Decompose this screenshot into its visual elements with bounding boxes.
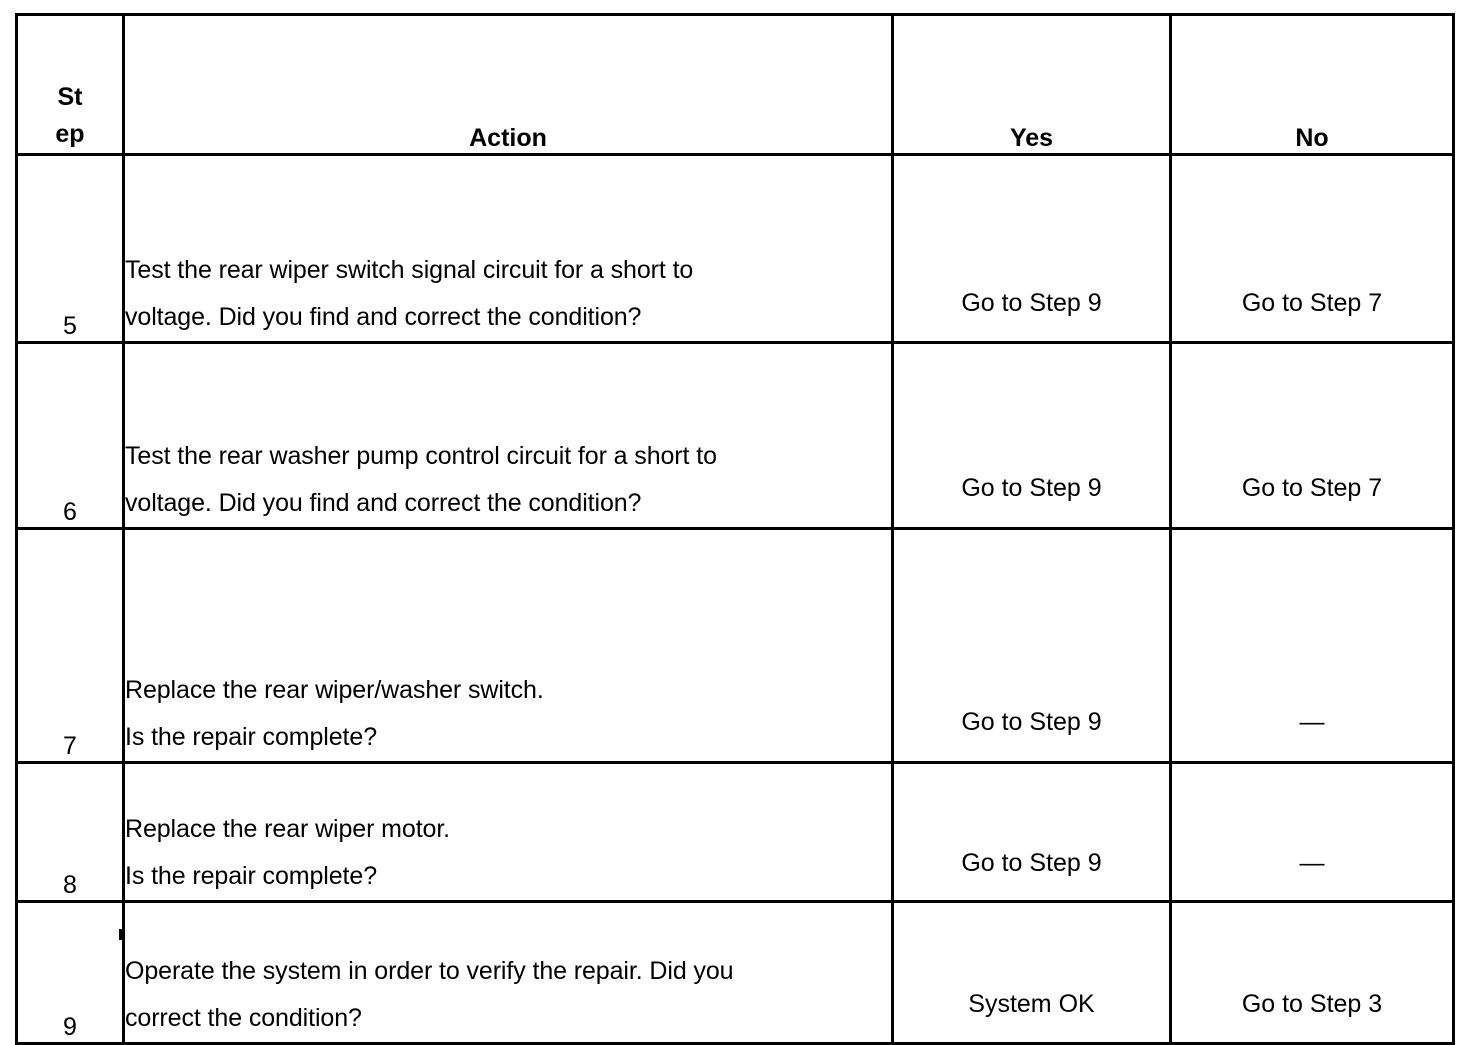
column-header-yes: Yes xyxy=(891,13,1172,156)
column-header-action: Action xyxy=(122,13,894,156)
step-no-result: Go to Step 7 xyxy=(1169,153,1455,344)
step-action-line: Replace the rear wiper/washer switch. xyxy=(125,676,544,704)
step-action-line: Is the repair complete? xyxy=(125,862,377,890)
step-yes-result: System OK xyxy=(891,900,1172,1045)
step-action-line: voltage. Did you find and correct the co… xyxy=(125,303,642,331)
step-action-line: correct the condition? xyxy=(125,1004,362,1032)
step-action-line: Operate the system in order to verify th… xyxy=(125,957,734,985)
clipped-row-left-rule xyxy=(15,929,18,940)
step-number: 7 xyxy=(15,527,125,764)
table-row: 9 Operate the system in order to verify … xyxy=(15,900,1455,1045)
step-number: 8 xyxy=(15,761,125,903)
column-header-step-line2: ep xyxy=(55,120,85,148)
step-action: Replace the rear wiper motor. Is the rep… xyxy=(122,761,894,903)
column-header-step-line1: St xyxy=(57,83,83,111)
step-action-line: voltage. Did you find and correct the co… xyxy=(125,489,642,517)
step-action-line: Replace the rear wiper motor. xyxy=(125,815,451,843)
step-no-result: — xyxy=(1169,527,1455,764)
diagnostic-table-page: St ep Action Yes No 5 Test the rear wipe… xyxy=(15,13,1455,1045)
step-yes-result: Go to Step 9 xyxy=(891,153,1172,344)
step-number: 5 xyxy=(15,153,125,344)
step-yes-result: Go to Step 9 xyxy=(891,341,1172,530)
table-row: 5 Test the rear wiper switch signal circ… xyxy=(15,153,1455,344)
step-number: 6 xyxy=(15,341,125,530)
table-row: 8 Replace the rear wiper motor. Is the r… xyxy=(15,761,1455,903)
step-action: Test the rear wiper switch signal circui… xyxy=(122,153,894,344)
step-action: Operate the system in order to verify th… xyxy=(122,900,894,1045)
step-no-result: — xyxy=(1169,761,1455,903)
table-row: 6 Test the rear washer pump control circ… xyxy=(15,341,1455,530)
table-row: 7 Replace the rear wiper/washer switch. … xyxy=(15,527,1455,764)
step-action: Replace the rear wiper/washer switch. Is… xyxy=(122,527,894,764)
clipped-next-row xyxy=(15,929,1452,940)
step-action-line: Test the rear wiper switch signal circui… xyxy=(125,256,694,284)
step-no-result: Go to Step 7 xyxy=(1169,341,1455,530)
diagnostic-step-table: St ep Action Yes No 5 Test the rear wipe… xyxy=(15,13,1455,1045)
step-yes-result: Go to Step 9 xyxy=(891,527,1172,764)
step-number: 9 xyxy=(15,900,125,1045)
column-header-no: No xyxy=(1169,13,1455,156)
column-header-step: St ep xyxy=(15,13,125,156)
step-action-line: Test the rear washer pump control circui… xyxy=(125,442,717,470)
step-no-result: Go to Step 3 xyxy=(1169,900,1455,1045)
clipped-row-step-rule xyxy=(119,929,122,940)
step-action: Test the rear washer pump control circui… xyxy=(122,341,894,530)
step-yes-result: Go to Step 9 xyxy=(891,761,1172,903)
step-action-line: Is the repair complete? xyxy=(125,723,377,751)
table-header-row: St ep Action Yes No xyxy=(15,13,1455,156)
